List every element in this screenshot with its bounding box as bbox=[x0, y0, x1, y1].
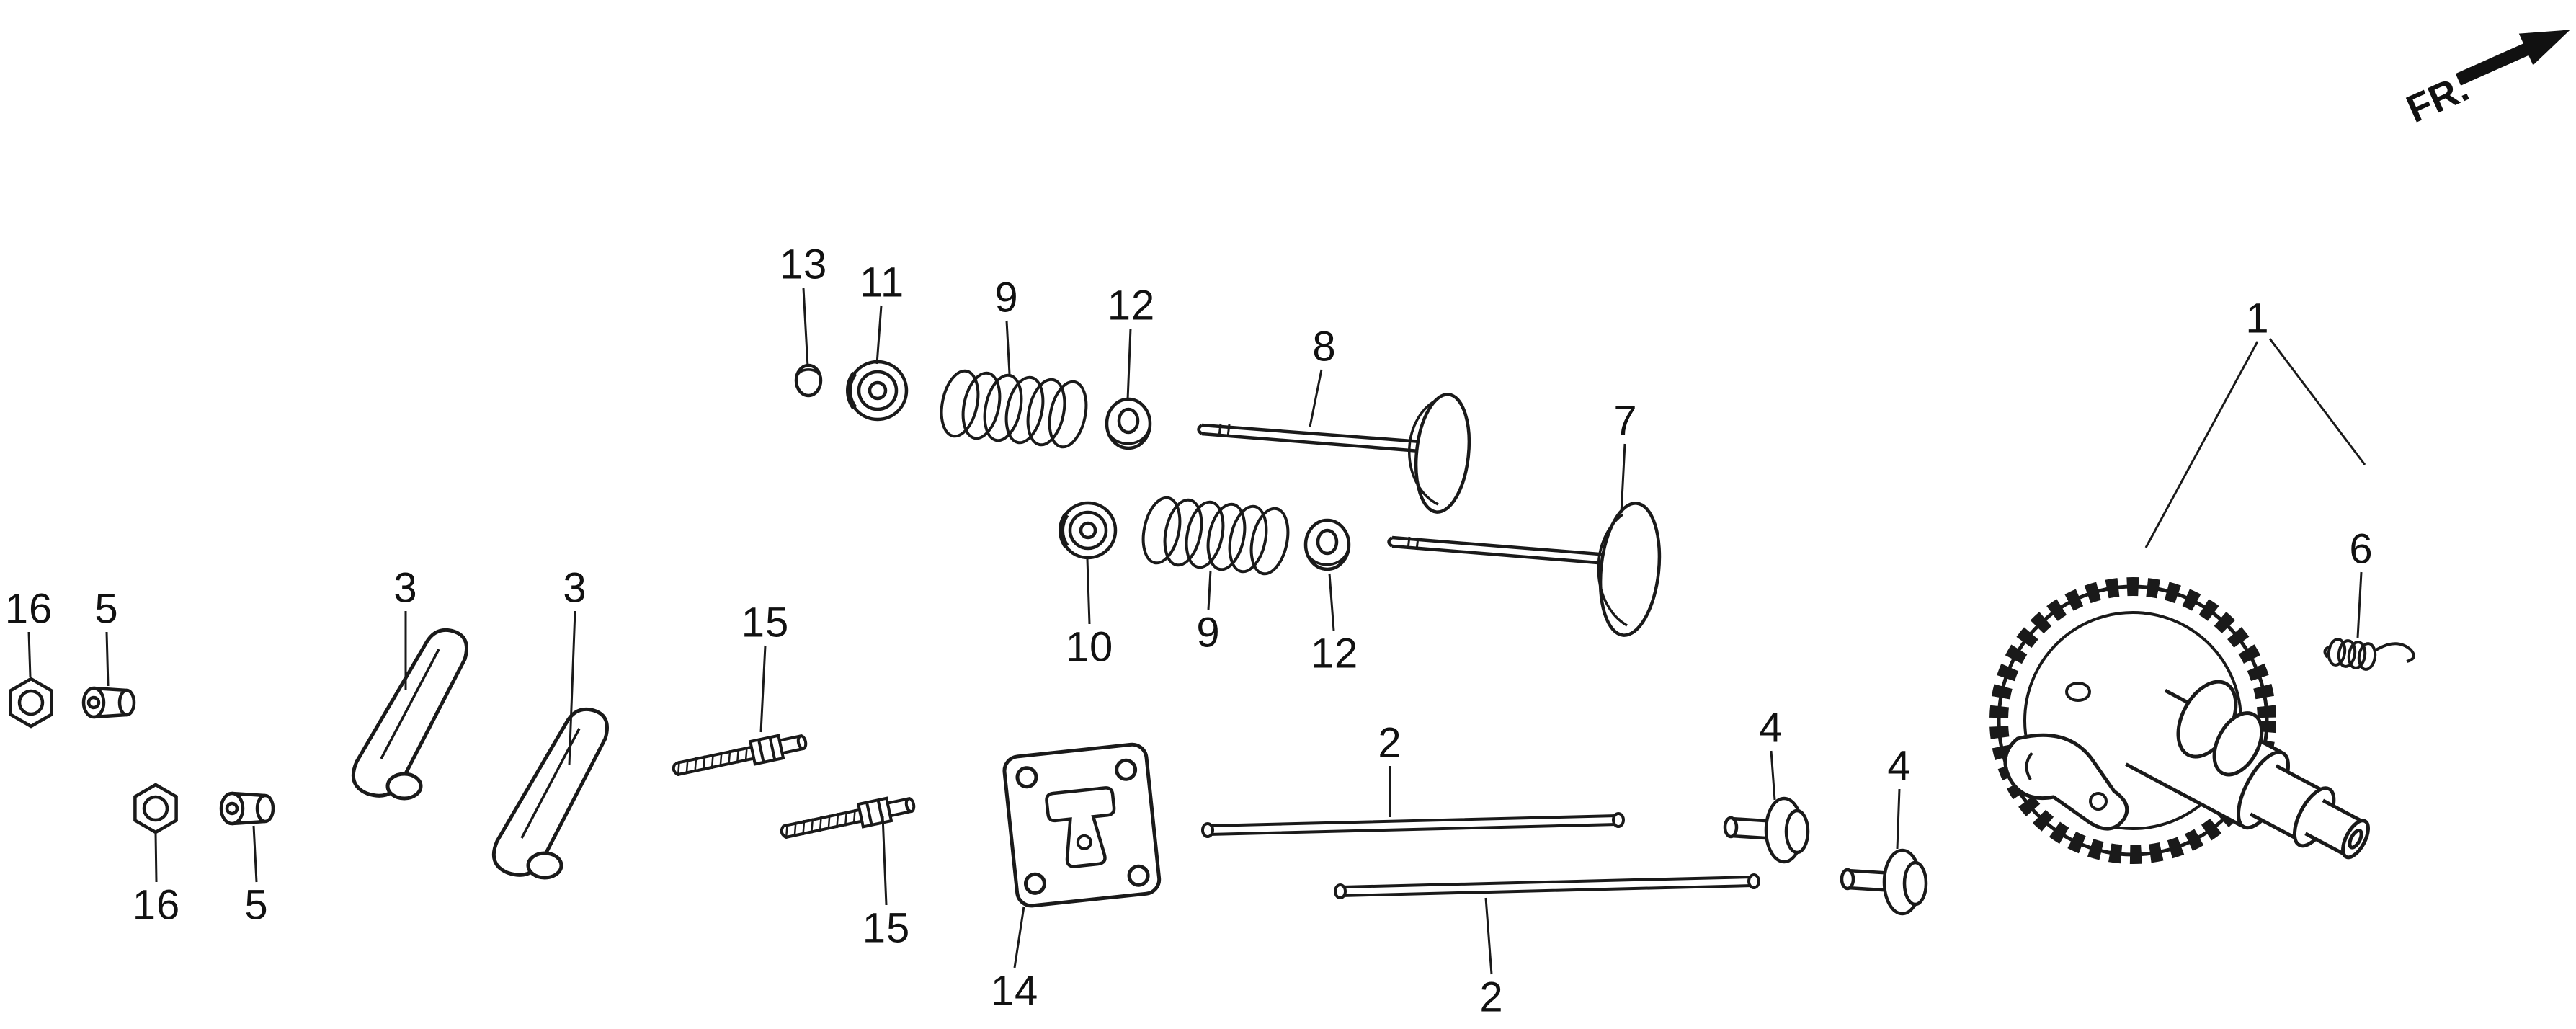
part-label-6: 6 bbox=[2349, 525, 2374, 573]
part-label-3-left: 3 bbox=[393, 564, 418, 612]
part-label-9-bottom: 9 bbox=[1196, 609, 1221, 656]
valve-lifter-drawing-right bbox=[1840, 848, 1928, 916]
valve-spring-drawing-top bbox=[934, 366, 1094, 452]
part-label-5-top: 5 bbox=[94, 585, 119, 633]
part-label-9-top: 9 bbox=[994, 274, 1019, 321]
part-label-2-top: 2 bbox=[1378, 719, 1402, 767]
part-label-5-bottom: 5 bbox=[244, 881, 269, 929]
spring-seat-drawing-top bbox=[1105, 397, 1152, 450]
push-rod-drawing-bottom bbox=[1334, 873, 1760, 899]
nut-drawing-top bbox=[9, 677, 53, 729]
leader-lines bbox=[27, 288, 2366, 975]
part-label-4-left: 4 bbox=[1759, 704, 1783, 752]
part-label-14: 14 bbox=[990, 967, 1039, 1015]
part-label-7: 7 bbox=[1613, 397, 1638, 445]
part-label-16-bottom: 16 bbox=[132, 881, 181, 929]
part-label-15-top: 15 bbox=[741, 599, 790, 646]
part-label-15-bottom: 15 bbox=[862, 904, 911, 952]
spring-drawing bbox=[2323, 638, 2415, 671]
spring-retainer-drawing-10 bbox=[1058, 501, 1118, 560]
nut-drawing-bottom bbox=[133, 783, 178, 834]
valve-drawing-7 bbox=[1387, 502, 1662, 637]
camshaft-assembly-drawing bbox=[1989, 577, 2370, 864]
stem-cap-drawing-bottom bbox=[219, 791, 275, 826]
part-label-13: 13 bbox=[779, 241, 828, 288]
part-label-16-top: 16 bbox=[4, 585, 53, 633]
part-label-11: 11 bbox=[859, 259, 905, 306]
part-label-1: 1 bbox=[2245, 295, 2270, 342]
stud-drawing-bottom bbox=[777, 791, 918, 845]
part-label-10: 10 bbox=[1065, 623, 1114, 671]
spring-seat-drawing-bottom bbox=[1303, 518, 1351, 571]
valve-spring-drawing-bottom bbox=[1136, 493, 1296, 579]
spring-retainer-drawing-11 bbox=[846, 360, 909, 422]
rocker-arm-drawing-right bbox=[494, 709, 607, 878]
part-label-12-bottom: 12 bbox=[1310, 630, 1359, 677]
valve-cap-drawing bbox=[794, 363, 823, 398]
plate-drawing bbox=[1002, 742, 1162, 908]
rocker-arm-drawing-left bbox=[353, 630, 466, 798]
part-label-2-bottom: 2 bbox=[1479, 974, 1504, 1021]
push-rod-drawing-top bbox=[1201, 812, 1625, 838]
part-label-12-top: 12 bbox=[1107, 282, 1156, 329]
part-label-8: 8 bbox=[1312, 323, 1337, 370]
stud-drawing-top bbox=[669, 729, 810, 783]
part-label-3-right: 3 bbox=[563, 564, 587, 612]
valve-lifter-drawing-left bbox=[1723, 796, 1810, 864]
valve-drawing-8 bbox=[1197, 393, 1471, 514]
part-label-4-right: 4 bbox=[1887, 742, 1912, 790]
stem-cap-drawing-top bbox=[81, 686, 136, 719]
fr-arrow-icon bbox=[2455, 30, 2570, 86]
